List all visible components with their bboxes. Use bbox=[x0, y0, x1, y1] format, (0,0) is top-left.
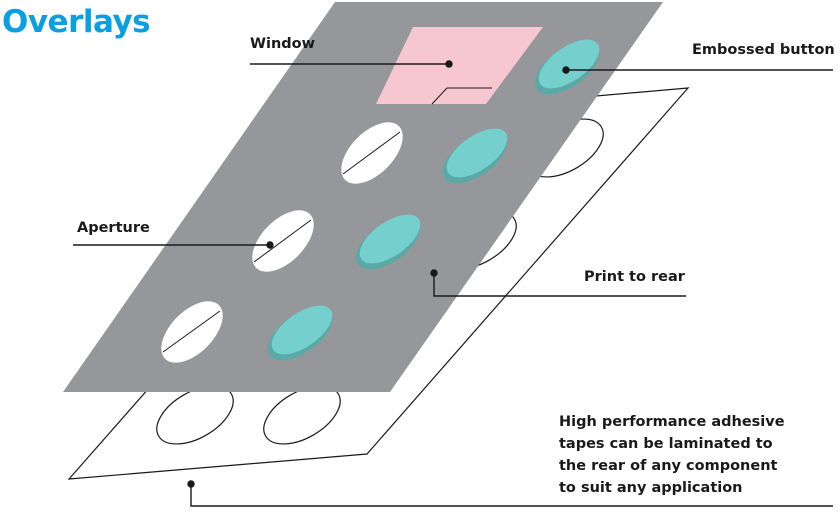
embossed-button bbox=[355, 214, 421, 270]
window-leader bbox=[250, 60, 453, 68]
rear-print-circle bbox=[156, 385, 234, 445]
rear-print-circle bbox=[263, 385, 341, 445]
aperture-cutout bbox=[252, 210, 314, 272]
aperture-cutout bbox=[341, 122, 403, 184]
adhesive-note-line: to suit any application bbox=[559, 480, 743, 496]
aperture-label: Aperture bbox=[77, 220, 150, 236]
overlay-sheet bbox=[63, 2, 663, 392]
adhesive-leader bbox=[187, 480, 833, 507]
window-panel bbox=[376, 27, 543, 105]
embossed-button bbox=[267, 305, 333, 361]
adhesive-note-line: High performance adhesive bbox=[559, 414, 785, 430]
leader-lines bbox=[73, 60, 833, 507]
embossed-button bbox=[442, 128, 508, 184]
aperture-cutout bbox=[161, 301, 223, 363]
page-title: Overlays bbox=[2, 4, 151, 40]
adhesive-note-line: the rear of any component bbox=[559, 458, 778, 474]
embossed-button-leader bbox=[562, 66, 833, 74]
adhesive-note-line: tapes can be laminated to bbox=[559, 436, 773, 452]
window-label: Window bbox=[250, 36, 316, 52]
adhesive-note: High performance adhesive tapes can be l… bbox=[559, 411, 829, 499]
aperture-leader bbox=[73, 241, 274, 249]
print-to-rear-leader bbox=[430, 269, 686, 297]
overlay-layer bbox=[63, 2, 663, 392]
print-to-rear-label: Print to rear bbox=[584, 269, 685, 285]
embossed-button-label: Embossed button bbox=[692, 42, 835, 58]
